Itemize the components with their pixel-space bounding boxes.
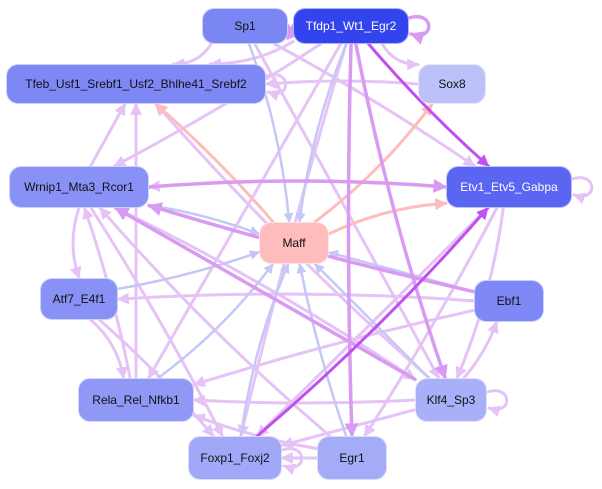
edge-egr1-to-rela: [192, 413, 319, 451]
edge-maff-to-etv1: [327, 198, 448, 236]
node-label: Ebf1: [496, 294, 522, 308]
edge-egr1-to-wrnip1: [98, 206, 332, 438]
edges-layer: [69, 14, 594, 476]
node-tfdp1-wt1-egr2[interactable]: Tfdp1_Wt1_Egr2: [293, 8, 409, 44]
node-label: Tfdp1_Wt1_Egr2: [305, 19, 397, 33]
edge-tfdp1-to-tfdp1: [407, 14, 431, 45]
edge-foxp1-to-maff: [239, 262, 290, 438]
node-foxp1-foxj2[interactable]: Foxp1_Foxj2: [188, 436, 282, 480]
node-label: Rela_Rel_Nfkb1: [92, 393, 180, 407]
edge-tfdp1-to-maff: [295, 42, 348, 224]
node-label: Atf7_E4f1: [52, 292, 106, 306]
edge-wrnip1-to-atf7: [69, 206, 82, 280]
edge-tfdp1-to-klf4: [354, 42, 448, 380]
edge-sox8-to-tfeb: [264, 77, 420, 90]
node-label: Tfeb_Usf1_Srebf1_Usf2_Bhlhe41_Srebf2: [25, 77, 247, 91]
node-atf7-e4f1[interactable]: Atf7_E4f1: [40, 278, 118, 320]
edge-egr1-to-maff: [296, 262, 348, 438]
node-wrnip1-mta3-rcor1[interactable]: Wrnip1_Mta3_Rcor1: [9, 166, 149, 208]
node-tfeb-usf1-srebf1-usf2-bhlhe41-srebf2[interactable]: Tfeb_Usf1_Srebf1_Usf2_Bhlhe41_Srebf2: [6, 64, 266, 104]
edge-tfdp1-to-etv1: [367, 42, 490, 168]
node-label: Sox8: [438, 77, 466, 91]
edge-ebf1-to-rela: [192, 308, 476, 388]
node-etv1-etv5-gabpa[interactable]: Etv1_Etv5_Gabpa: [446, 166, 572, 208]
node-rela-rel-nfkb1[interactable]: Rela_Rel_Nfkb1: [78, 378, 194, 422]
node-ebf1[interactable]: Ebf1: [474, 280, 544, 322]
edge-sp1-to-etv1: [273, 42, 477, 168]
edge-rela-to-maff: [156, 262, 275, 380]
node-label: Wrnip1_Mta3_Rcor1: [24, 180, 134, 194]
edge-foxp1-to-etv1: [255, 206, 490, 438]
edge-tfdp1-to-egr1: [344, 42, 359, 438]
edge-maff-to-sox8: [313, 102, 434, 224]
edge-etv1-to-egr1: [363, 206, 499, 438]
node-egr1[interactable]: Egr1: [317, 436, 387, 480]
edge-tfdp1-to-sp1: [286, 24, 300, 41]
edge-wrnip1-to-foxp1: [89, 206, 224, 438]
edge-wrnip1-to-klf4: [114, 206, 417, 381]
edge-klf4-to-maff: [313, 262, 431, 380]
edge-wrnip1-to-etv1: [147, 179, 448, 193]
edge-tfdp1-to-rela: [147, 42, 343, 380]
edge-tfdp1-to-wrnip1: [112, 42, 323, 168]
edge-maff-to-tfeb: [154, 102, 275, 224]
node-label: Egr1: [339, 451, 365, 465]
edge-atf7-to-maff: [116, 250, 261, 291]
node-maff[interactable]: Maff: [259, 222, 329, 264]
node-sox8[interactable]: Sox8: [418, 64, 486, 104]
edge-ebf1-to-atf7: [116, 292, 476, 305]
node-label: Klf4_Sp3: [426, 393, 476, 407]
edge-atf7-to-rela: [89, 318, 128, 380]
node-label: Foxp1_Foxj2: [200, 451, 270, 465]
edge-etv1-to-etv1: [570, 176, 594, 205]
edge-sp1-to-tfeb: [172, 42, 213, 71]
edge-klf4-to-wrnip1: [113, 206, 417, 382]
edge-klf4-to-ebf1: [462, 320, 499, 380]
edge-tfdp1-to-sox8: [380, 42, 420, 71]
edge-klf4-to-klf4: [485, 389, 509, 418]
node-sp1[interactable]: Sp1: [202, 8, 288, 44]
edge-klf4-to-rela: [192, 394, 417, 407]
node-label: Maff: [282, 236, 306, 250]
node-klf4-sp3[interactable]: Klf4_Sp3: [415, 378, 487, 422]
node-label: Etv1_Etv5_Gabpa: [460, 180, 558, 194]
edge-wrnip1-to-tfeb: [89, 102, 127, 168]
node-label: Sp1: [234, 19, 256, 33]
